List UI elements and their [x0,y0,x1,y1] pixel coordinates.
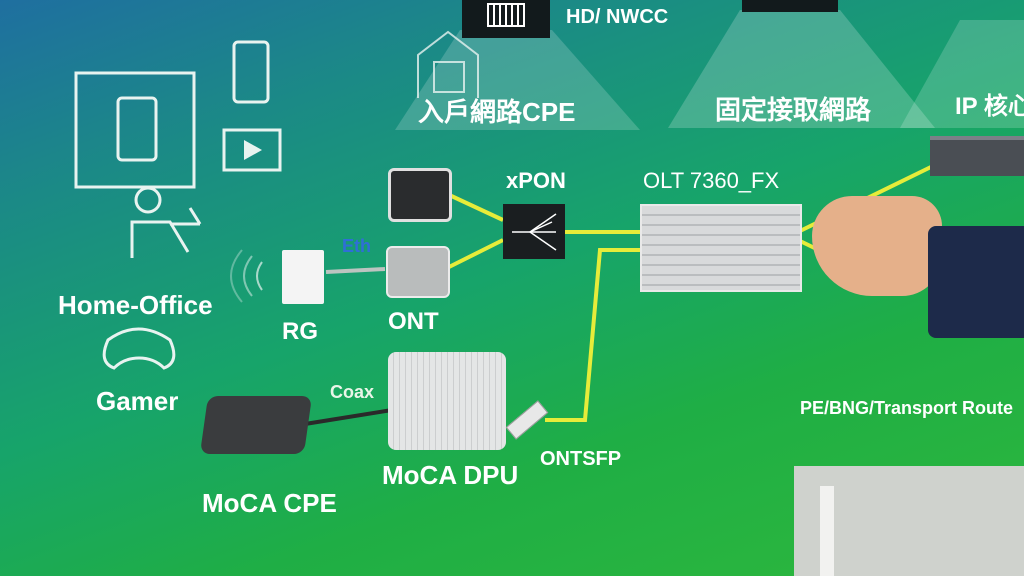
moca-dpu-device [388,352,506,450]
ontsfp-label: ONTSFP [540,448,622,470]
ip-core-header: IP 核心 [955,93,1024,120]
core-beam [900,20,1024,128]
moca-dpu-label: MoCA DPU [382,460,519,490]
presenter-hand [812,196,942,296]
ont-device [386,246,450,298]
cpe-beam [395,30,640,130]
presenter-sleeve [928,226,1024,338]
olt-label: OLT 7360_FX [643,168,780,193]
ont-label: ONT [388,308,439,335]
person-icon [134,186,162,214]
ont-to-xpon-link [446,238,504,270]
home-office-frame [74,71,196,189]
wifi-icon [256,261,263,291]
ont-top-to-xpon-link [444,191,504,222]
eth-link [325,267,386,274]
gamer-label: Gamer [96,386,179,416]
top-header-label: HD/ NWCC [566,6,669,28]
board-stand [820,486,834,576]
cpe-header: 入戶網路CPE [418,97,576,127]
xpon-label: xPON [506,168,566,193]
ont-top-device [388,168,452,222]
house-icon [417,30,479,98]
access-header-box [742,0,838,12]
gamepad-icon [102,327,176,370]
olt-device [640,204,802,292]
phone-icon [116,96,158,162]
access-beam [668,10,935,128]
eth-label: Eth [342,236,371,256]
fixed-access-header: 固定接取網路 [715,95,872,125]
mobile-icon [232,40,270,104]
ontsfp-to-olt-link [545,248,640,422]
coax-link [304,408,393,426]
rg-device [282,250,324,304]
moca-cpe-label: MoCA CPE [202,488,337,518]
home-office-label: Home-Office [58,290,213,320]
router-device [930,136,1024,176]
video-icon [222,128,282,172]
rg-label: RG [282,318,318,345]
pe-label: PE/BNG/Transport Route [800,398,1014,418]
coax-label: Coax [330,382,375,402]
moca-cpe-device [199,396,313,454]
